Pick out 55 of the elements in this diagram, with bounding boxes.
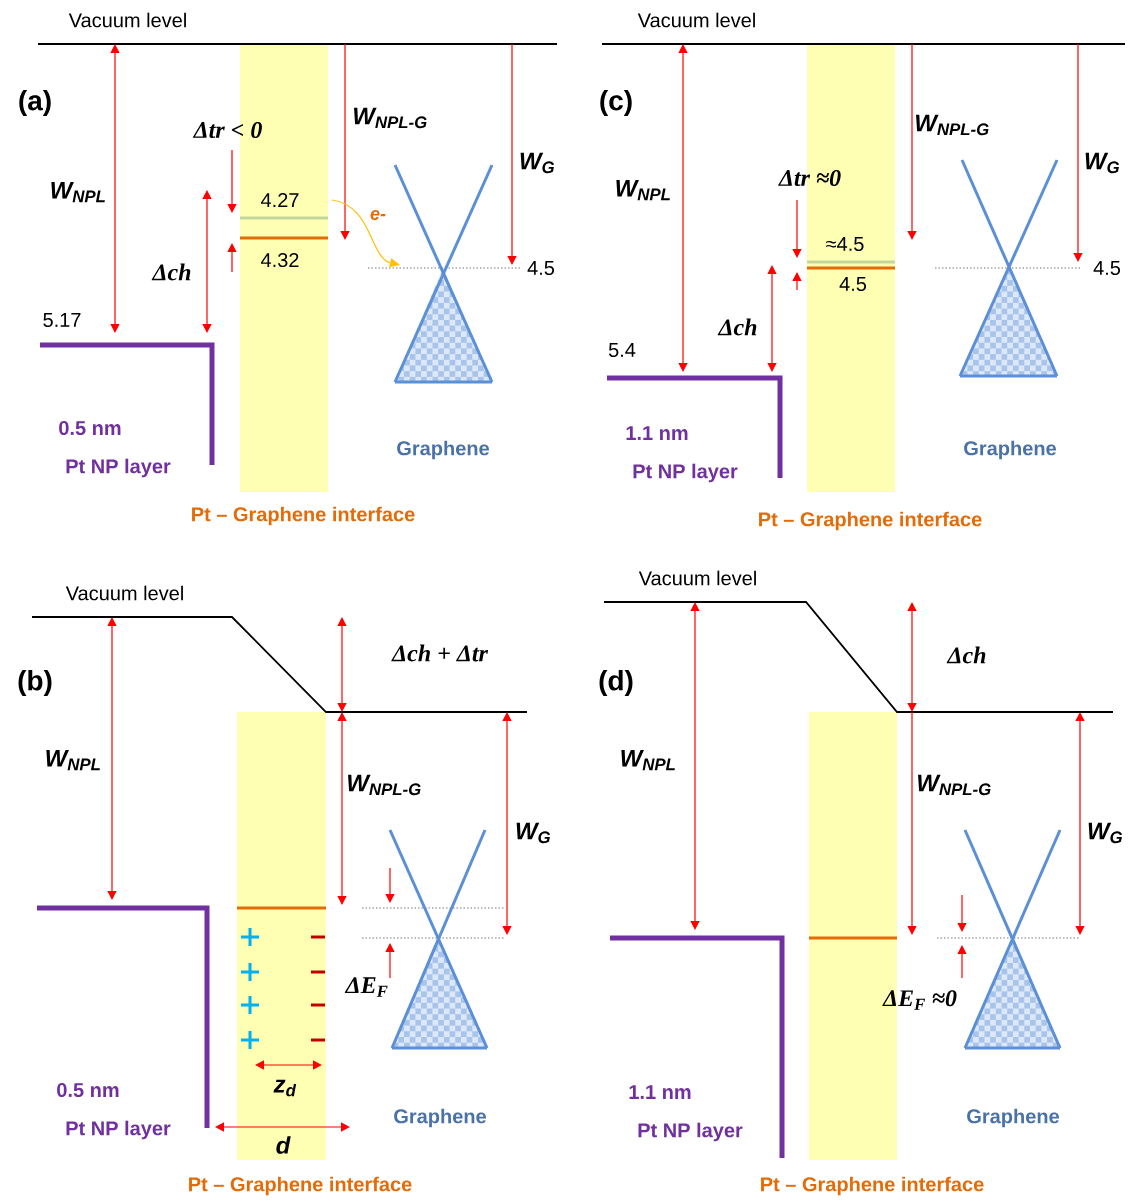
symbol-label: W$_{NPL-G}$: [918, 774, 991, 796]
symbol-label: W$_{NPL-G}$: [916, 114, 989, 136]
symbol-label: Δtr ≈0: [778, 169, 841, 187]
symbol-label: W$_{G}$: [1088, 822, 1123, 844]
symbol-label: W$_{G}$: [1085, 152, 1120, 174]
vacuum-level-label: Vacuum level: [637, 12, 755, 28]
interface-label: Pt – Graphene interface: [192, 506, 415, 526]
symbol-label: ΔE$_{F}$ ≈0: [882, 990, 957, 1010]
layer-label: 0.5 nm: [57, 1082, 119, 1098]
material-label: Graphene: [964, 440, 1056, 460]
layer-label: Pt NP layer: [633, 463, 738, 483]
layer-label: 1.1 nm: [629, 1085, 691, 1099]
energy-value: 4.32: [261, 252, 299, 268]
symbol-label: ΔE$_{F}$: [344, 977, 388, 997]
panel-label: (a): [19, 89, 51, 117]
vacuum-level-label: Vacuum level: [638, 570, 756, 586]
interface-label: Pt – Graphene interface: [189, 1176, 412, 1196]
symbol-label: W$_{NPL-G}$: [348, 774, 421, 796]
energy-value: 4.5: [1093, 261, 1121, 275]
symbol-label: Δtr < 0: [192, 121, 262, 139]
symbol-label: Δch + Δtr: [391, 644, 489, 662]
material-label: Graphene: [394, 1108, 486, 1128]
symbol-label: W$_{G}$: [520, 152, 555, 174]
symbol-label: W$_{NPL}$: [51, 181, 105, 203]
symbol-label: Δch: [717, 318, 757, 336]
electron-label: e-: [370, 210, 386, 220]
energy-value: 4.5: [839, 277, 867, 291]
symbol-label: d: [276, 1136, 291, 1154]
symbol-label: Δch: [946, 646, 986, 664]
layer-label: Pt NP layer: [638, 1122, 743, 1142]
panel-label: (d): [599, 669, 633, 697]
layer-label: Pt NP layer: [66, 1120, 171, 1140]
symbol-label: W$_{NPL}$: [616, 179, 670, 201]
layer-label: 1.1 nm: [626, 426, 688, 440]
symbol-label: z$_{d}$: [273, 1079, 297, 1097]
energy-value: 4.5: [527, 261, 555, 275]
panel-label: (c): [600, 89, 632, 117]
energy-value: ≈4.5: [826, 237, 864, 251]
energy-value: 5.4: [608, 343, 636, 357]
vacuum-level-label: Vacuum level: [68, 12, 186, 28]
material-label: Graphene: [967, 1108, 1059, 1128]
symbol-label: W$_{NPL}$: [46, 749, 100, 771]
symbol-label: Δch: [151, 263, 191, 281]
material-label: Graphene: [397, 440, 489, 460]
energy-value: 5.17: [43, 313, 81, 327]
layer-label: Pt NP layer: [66, 458, 171, 478]
layer-label: 0.5 nm: [59, 420, 121, 436]
symbol-label: W$_{NPL-G}$: [354, 107, 427, 129]
vacuum-level-label: Vacuum level: [65, 585, 183, 601]
interface-label: Pt – Graphene interface: [759, 511, 982, 531]
symbol-label: W$_{NPL}$: [621, 749, 675, 771]
panel-label: (b): [18, 669, 52, 697]
interface-label: Pt – Graphene interface: [761, 1176, 984, 1196]
symbol-label: W$_{G}$: [516, 822, 551, 844]
energy-value: 4.27: [261, 193, 299, 207]
